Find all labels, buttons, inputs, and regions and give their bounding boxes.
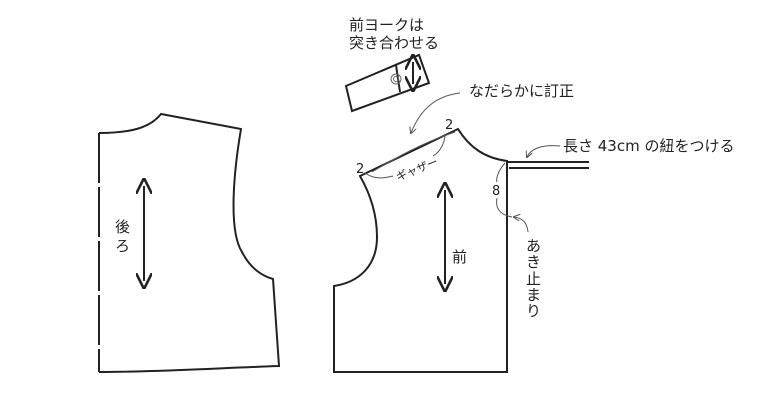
- opening-length: 8: [492, 184, 500, 199]
- opening-end-label: あ き 止 ま り: [526, 237, 541, 320]
- shoulder-mark-left: 2: [356, 162, 364, 177]
- tie-note: 長さ 43cm の紐をつける: [563, 137, 734, 155]
- smooth-note: なだらかに訂正: [469, 82, 574, 100]
- yoke-note-line2: 突き合わせる: [349, 34, 439, 52]
- back-bodice-piece: 後 ろ: [98, 112, 281, 373]
- svg-text:止: 止: [526, 270, 541, 288]
- tie-strap: [507, 161, 589, 169]
- front-yoke-piece: 前ヨークは 突き合わせる: [344, 16, 439, 113]
- front-label: 前: [452, 248, 467, 266]
- smoothed-shoulder-line: [371, 131, 456, 173]
- svg-text:き: き: [526, 253, 541, 271]
- yoke-note-line1: 前ヨークは: [349, 16, 424, 34]
- shoulder-mark-right: 2: [445, 118, 453, 133]
- back-label-2: ろ: [115, 237, 130, 255]
- gather-label: ギャザー: [394, 155, 440, 184]
- svg-text:り: り: [526, 302, 541, 320]
- front-bodice-piece: 前 2 2 ギャザー 8 あ き 止 ま り 長さ 43cm の紐をつける なだ…: [333, 82, 734, 373]
- back-label-1: 後: [115, 218, 130, 236]
- svg-text:ま: ま: [526, 286, 541, 304]
- button-mark-icon: [390, 73, 402, 85]
- svg-text:あ: あ: [526, 237, 541, 255]
